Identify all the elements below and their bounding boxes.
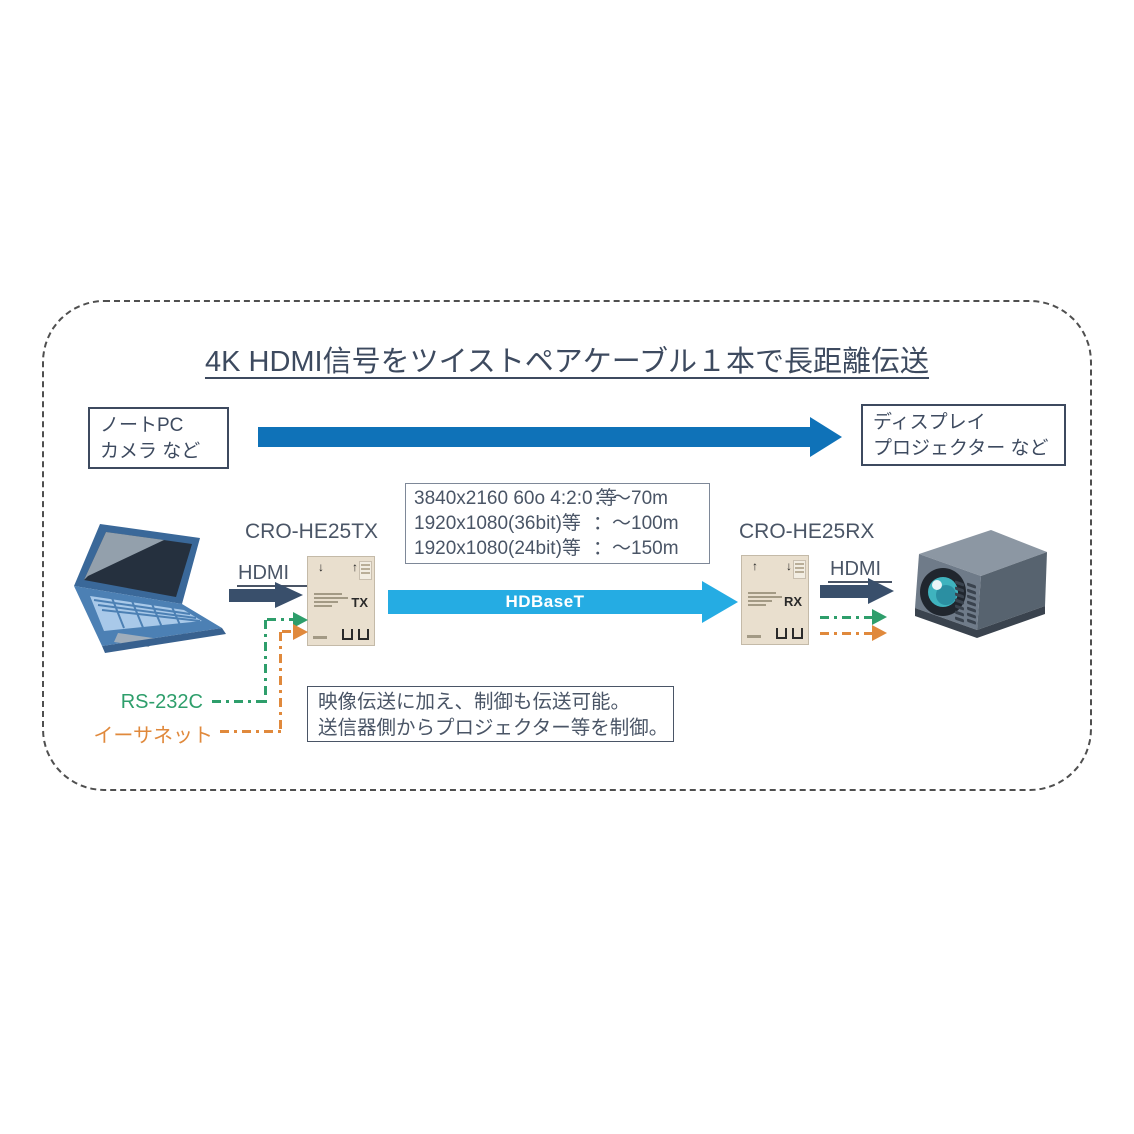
tx-sticker (359, 561, 372, 580)
control-note-box: 映像伝送に加え、制御も伝送可能。 送信器側からプロジェクター等を制御。 (307, 686, 674, 742)
rs232c-line-bottom (212, 700, 266, 703)
spec-distance: ：～150m (593, 538, 679, 559)
down-arrow-icon: ↓ (786, 559, 792, 573)
hdmi-in-label: HDMI (238, 562, 290, 584)
tx-device: ↓ ↑ TX (307, 556, 375, 646)
destination-line-1: ディスプレイ (873, 412, 986, 433)
diagram-title: 4K HDMI信号をツイストペアケーブル１本で長距離伝送 (204, 346, 930, 378)
rx-connector-icon (792, 628, 803, 639)
tx-connector-icon (342, 629, 353, 640)
source-devices-box: ノートPC カメラ など (88, 407, 229, 469)
tx-connector-icon (358, 629, 369, 640)
spec-distance: ：～100m (593, 513, 679, 534)
dashed-frame (42, 300, 1092, 791)
rs232c-line-right (820, 616, 872, 619)
hdbaset-arrowhead-icon (702, 581, 738, 623)
destination-devices-box: ディスプレイ プロジェクター など (861, 404, 1066, 466)
rx-footprint (747, 635, 761, 638)
rx-print-lines (748, 592, 782, 608)
laptop-icon (74, 524, 226, 653)
hdmi-out-label: HDMI (830, 558, 882, 580)
rs232c-line-vertical (264, 620, 267, 703)
up-arrow-icon: ↑ (752, 559, 758, 573)
rx-port-arrows: ↑ ↓ (752, 559, 792, 573)
control-note-line-1: 映像伝送に加え、制御も伝送可能。 (318, 691, 631, 713)
destination-line-2: プロジェクター など (873, 438, 1049, 459)
control-note-line-2: 送信器側からプロジェクター等を制御。 (318, 717, 669, 739)
hdbaset-label: HDBaseT (505, 592, 585, 611)
ethernet-label: イーサネット (93, 725, 213, 747)
rx-connector-icon (776, 628, 787, 639)
spec-resolution: 3840x2160 60o 4:2:0 等 (414, 488, 617, 509)
tx-footprint (313, 636, 327, 639)
projector-icon (915, 530, 1047, 638)
source-line-1: ノートPC (100, 415, 184, 436)
hdmi-out-underline (828, 581, 892, 583)
spec-row: 3840x2160 60o 4:2:0 等 ：～70m (414, 486, 701, 511)
resolution-distance-box: 3840x2160 60o 4:2:0 等 ：～70m 1920x1080(36… (405, 483, 710, 564)
tx-device-label: TX (351, 595, 368, 610)
tx-print-lines (314, 593, 348, 609)
main-flow-arrowhead-icon (810, 417, 842, 457)
ethernet-line-bottom (220, 730, 282, 733)
down-arrow-icon: ↓ (318, 560, 324, 574)
main-flow-arrow (258, 427, 810, 447)
ethernet-arrowhead-icon (293, 624, 308, 640)
rx-device-label: RX (783, 594, 802, 609)
spec-row: 1920x1080(36bit)等 ：～100m (414, 511, 701, 536)
rs232c-arrowhead-icon (872, 609, 887, 625)
hdmi-out-arrowhead-icon (868, 578, 894, 604)
tx-port-arrows: ↓ ↑ (318, 560, 358, 574)
spec-resolution: 1920x1080(24bit)等 (414, 538, 581, 559)
hdmi-in-arrowhead-icon (275, 582, 303, 608)
ethernet-line-top (282, 630, 295, 633)
rx-sticker (793, 560, 806, 579)
rx-device: ↑ ↓ RX (741, 555, 809, 645)
rs232c-line-top (267, 618, 295, 621)
spec-distance: ：～70m (593, 488, 668, 509)
rx-model-label: CRO-HE25RX (739, 520, 875, 543)
source-line-2: カメラ など (100, 441, 201, 462)
rs232c-label: RS-232C (120, 691, 203, 713)
spec-row: 1920x1080(24bit)等 ：～150m (414, 536, 701, 561)
tx-model-label: CRO-HE25TX (245, 520, 379, 543)
hdmi-out-arrow (820, 585, 868, 598)
ethernet-line-vertical (279, 632, 282, 733)
spec-resolution: 1920x1080(36bit)等 (414, 513, 581, 534)
up-arrow-icon: ↑ (352, 560, 358, 574)
hdbaset-arrow: HDBaseT (388, 590, 702, 614)
hdmi-in-underline (237, 585, 309, 587)
ethernet-arrowhead-icon (872, 625, 887, 641)
ethernet-line-right (820, 632, 872, 635)
hdmi-in-arrow (229, 589, 275, 602)
